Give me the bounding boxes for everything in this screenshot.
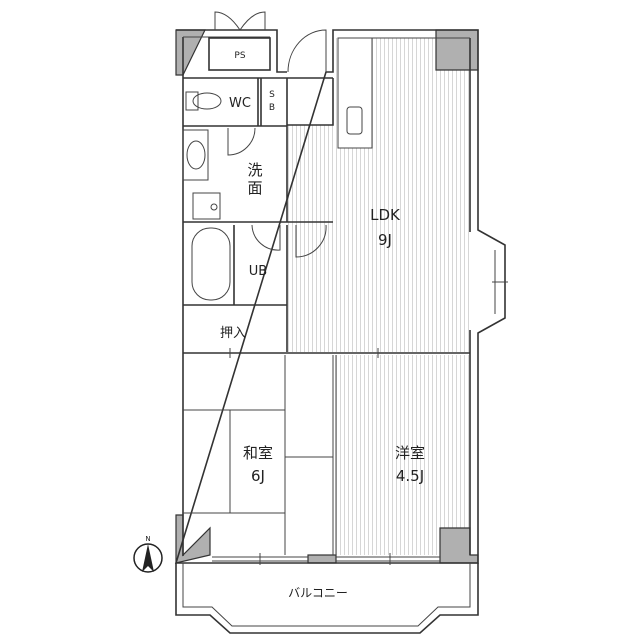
- ldk-label: LDK: [370, 206, 401, 224]
- western-room-label: 洋室: [395, 444, 425, 462]
- washer-drain: [210, 203, 218, 211]
- wc-label: WC: [229, 96, 251, 111]
- vanity: [182, 129, 209, 181]
- ldk-door[interactable]: [295, 224, 327, 258]
- entrance-door[interactable]: [287, 29, 327, 73]
- japanese-room-size: 6J: [251, 467, 265, 485]
- washing-machine: [192, 192, 221, 220]
- compass-icon: N: [133, 535, 163, 573]
- wall-corner: [175, 514, 211, 564]
- kitchen-counter: [337, 37, 373, 149]
- washroom-label-2: 面: [247, 179, 262, 197]
- balcony-inner: [182, 563, 471, 627]
- ub-label: UB: [249, 264, 267, 279]
- ps-label: PS: [234, 51, 245, 61]
- inner-wall: [182, 37, 471, 556]
- balcony-outline: [175, 563, 479, 634]
- kitchen-sink: [346, 106, 363, 135]
- bay-window: [492, 250, 508, 314]
- sb-label-1: S: [269, 90, 275, 100]
- closet-label: 押入: [220, 326, 246, 341]
- ldk-size: 9J: [378, 231, 392, 249]
- ps-room: [208, 37, 271, 71]
- toilet-tank: [185, 91, 199, 111]
- wc-walls: [183, 77, 334, 222]
- western-room-floor: [336, 355, 470, 555]
- sliding-door-marks[interactable]: [229, 348, 379, 358]
- japanese-room-label: 和室: [243, 444, 273, 462]
- washroom-door[interactable]: [227, 127, 256, 156]
- toilet-bowl: [192, 92, 222, 110]
- bathtub: [191, 227, 231, 301]
- sink-basin: [186, 140, 206, 170]
- washroom-label: 洗: [247, 161, 262, 179]
- wall-corner: [435, 29, 479, 71]
- ps-door[interactable]: [214, 11, 266, 31]
- balcony-windows: [212, 553, 440, 565]
- wall-segment: [307, 554, 337, 564]
- ub-walls: [183, 225, 288, 352]
- sb-label-2: B: [269, 103, 275, 113]
- ub-door[interactable]: [251, 224, 281, 251]
- tatami-lines: [183, 355, 337, 555]
- outer-wall: [174, 29, 506, 564]
- wall-corner: [439, 527, 479, 564]
- western-room-size: 4.5J: [396, 467, 424, 485]
- balcony-label: バルコニー: [288, 586, 348, 600]
- compass-north-label: N: [145, 535, 150, 543]
